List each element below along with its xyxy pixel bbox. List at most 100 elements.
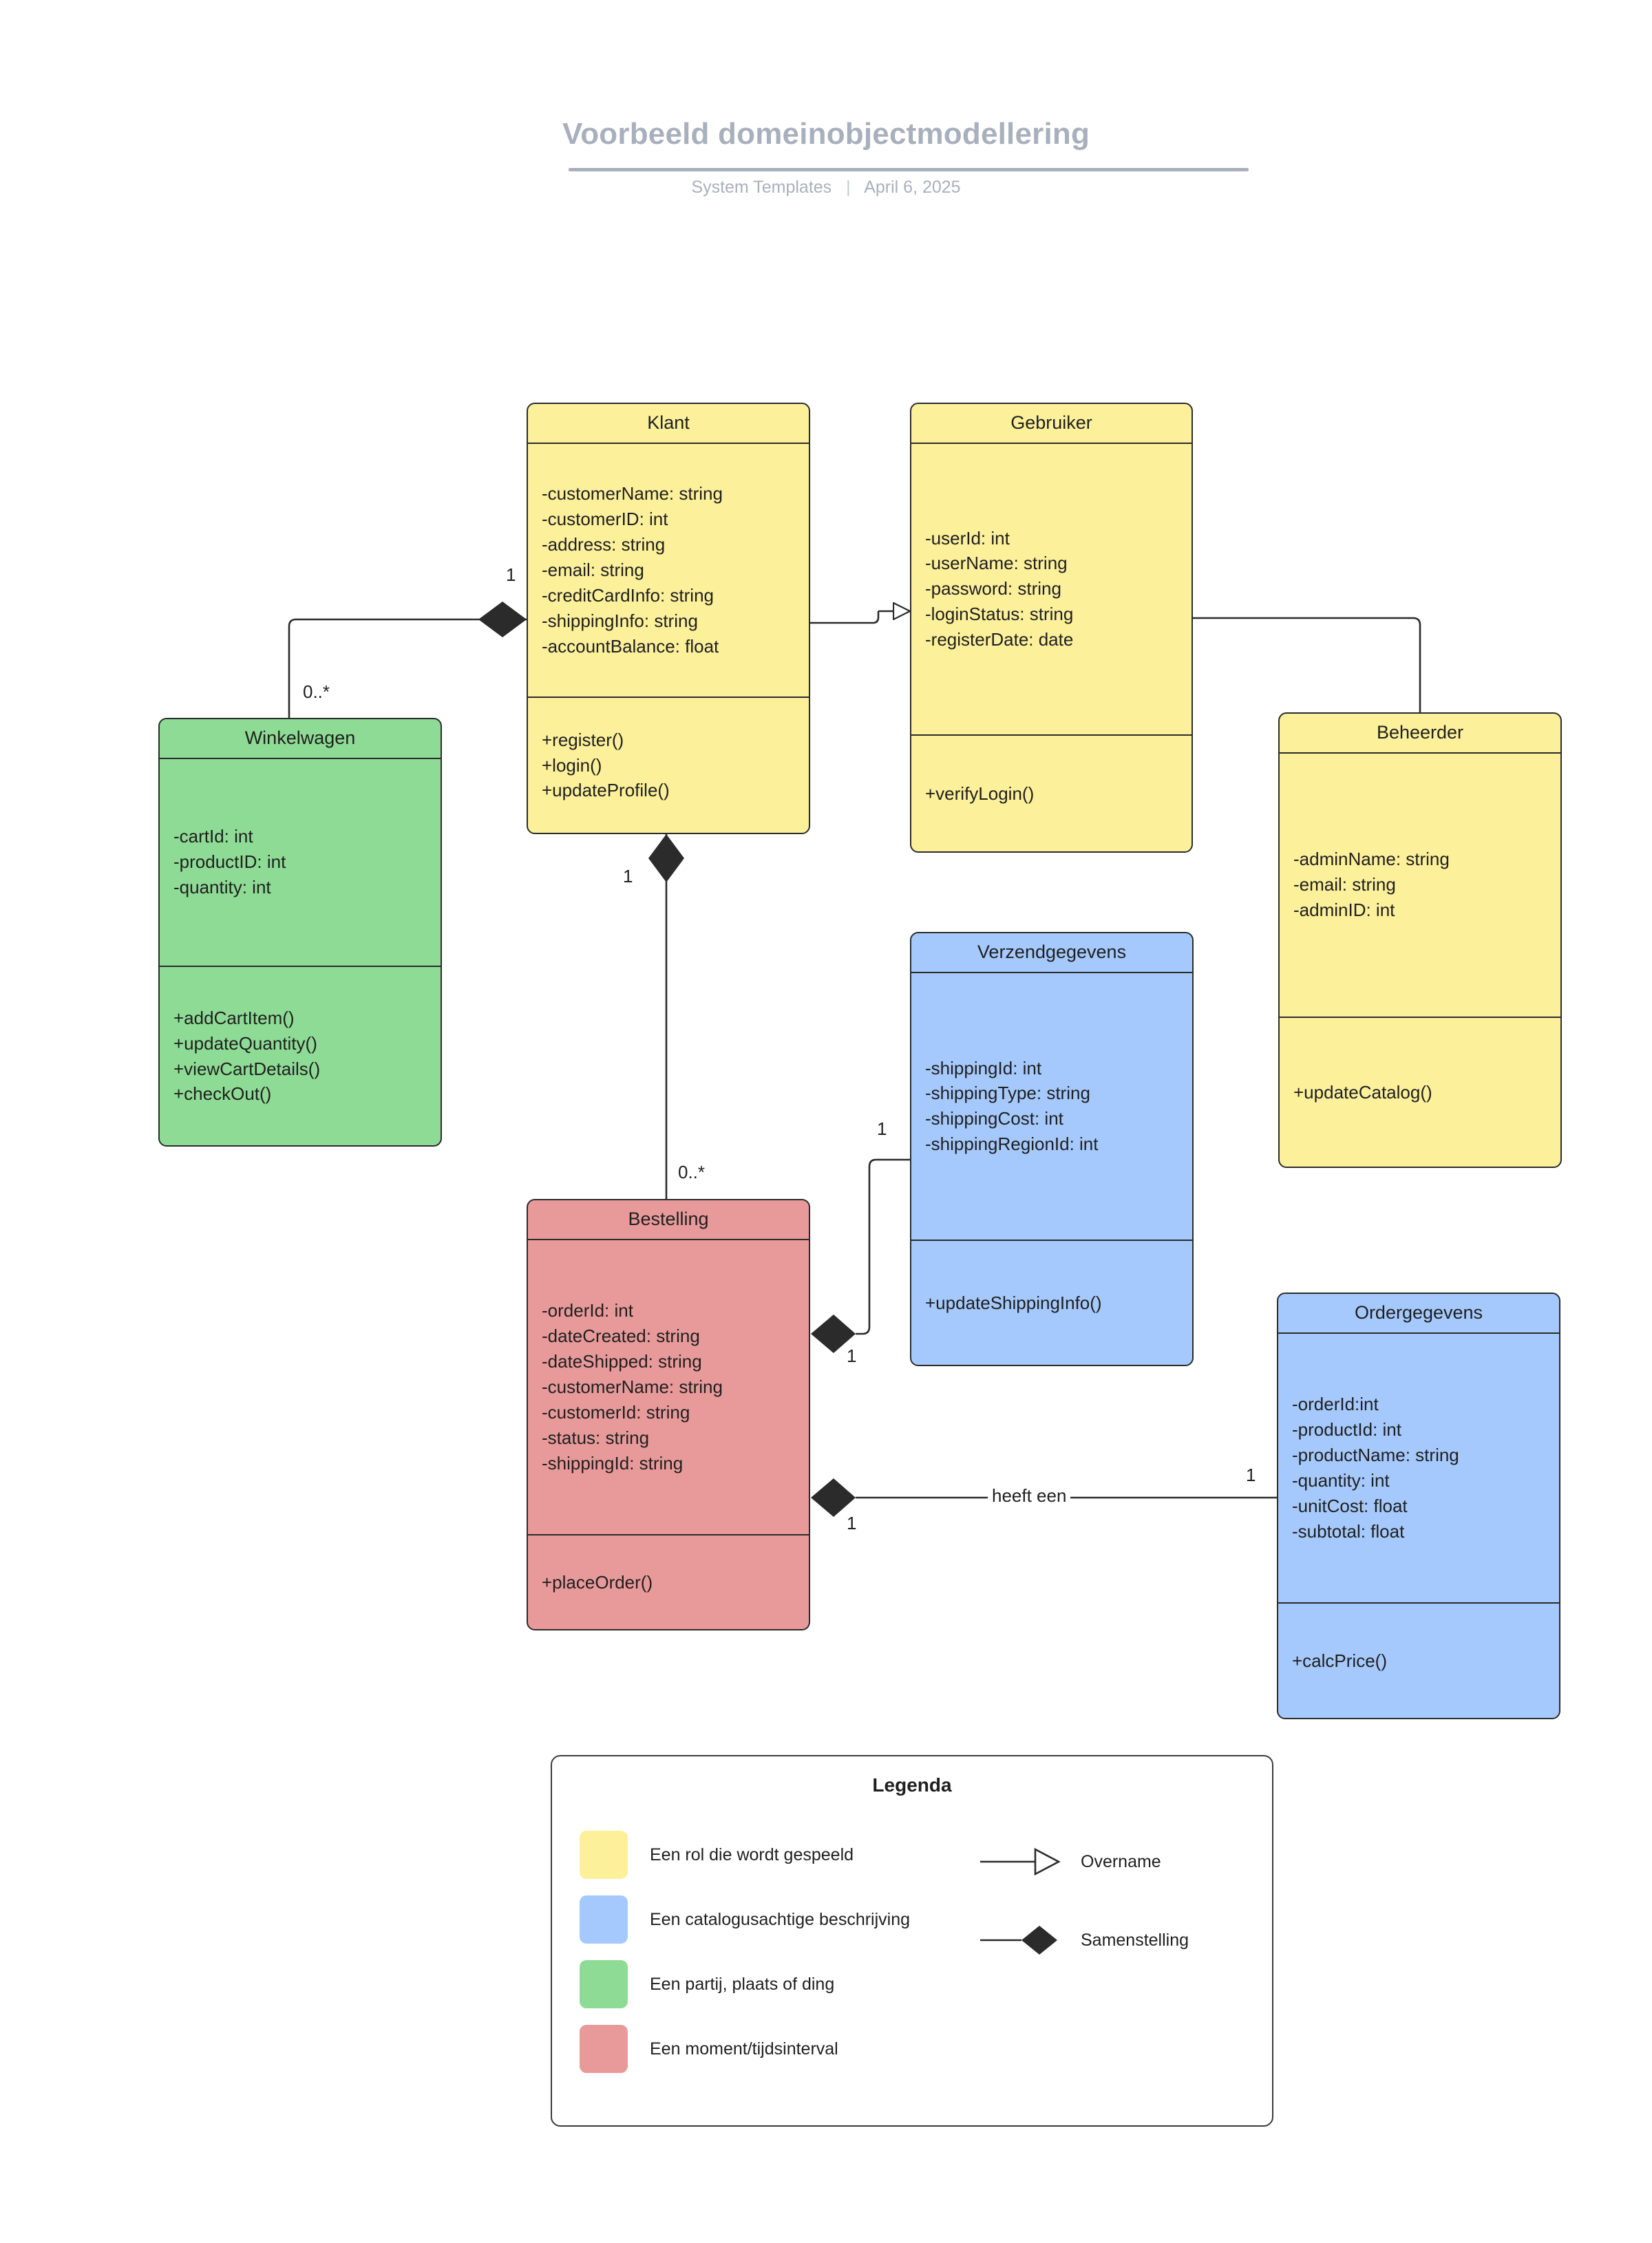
class-operations-ordergegevens: +calcPrice() xyxy=(1278,1604,1559,1718)
class-name-beheerder: Beheerder xyxy=(1280,714,1560,754)
attribute-line: -quantity: int xyxy=(1292,1469,1390,1491)
class-box-gebruiker[interactable]: Gebruiker -userId: int -userName: string… xyxy=(910,403,1193,853)
title-underline xyxy=(569,168,1249,171)
class-name-gebruiker: Gebruiker xyxy=(911,404,1192,444)
operation-line: +login() xyxy=(542,754,602,776)
attribute-line: -customerName: string xyxy=(542,1376,723,1397)
operation-line: +placeOrder() xyxy=(542,1571,653,1593)
operation-line: +updateShippingInfo() xyxy=(925,1292,1102,1313)
multiplicity-klant-bestelling-from: 1 xyxy=(623,866,633,886)
attribute-line: -shippingRegionId: int xyxy=(925,1134,1099,1155)
class-operations-gebruiker: +verifyLogin() xyxy=(911,736,1192,851)
attribute-line: -loginStatus: string xyxy=(925,604,1074,625)
legend-item: Een catalogusachtige beschrijving xyxy=(580,1887,938,1952)
attribute-line: -userId: int xyxy=(925,527,1010,549)
attribute-line: -productName: string xyxy=(1292,1444,1459,1465)
composition-diamond-icon xyxy=(980,1926,1057,1955)
class-box-verzendgegevens[interactable]: Verzendgegevens -shippingId: int -shippi… xyxy=(910,932,1194,1366)
multiplicity-bestelling-verzend-to: 1 xyxy=(877,1118,887,1139)
operation-line: +addCartItem() xyxy=(173,1007,295,1028)
document-meta: System Templates | April 6, 2025 xyxy=(0,178,1652,198)
legend-panel: Legenda Een rol die wordt gespeeld Een c… xyxy=(551,1755,1273,2127)
class-name-bestelling: Bestelling xyxy=(528,1200,809,1240)
composition-diamond-icon xyxy=(648,834,684,882)
legend-item-label: Een moment/tijdsinterval xyxy=(650,2039,838,2059)
attribute-line: -adminID: int xyxy=(1293,900,1395,921)
legend-swatch-red-icon xyxy=(580,2025,628,2073)
class-attributes-winkelwagen: -cartId: int -productID: int -quantity: … xyxy=(160,759,441,967)
legend-symbol-column: Overname Samenstelling xyxy=(979,1822,1254,1979)
document-date: April 6, 2025 xyxy=(864,178,961,197)
class-attributes-beheerder: -adminName: string -email: string -admin… xyxy=(1280,754,1560,1018)
attribute-line: -productID: int xyxy=(173,851,286,873)
attribute-line: -quantity: int xyxy=(173,877,271,898)
legend-symbol-label: Overname xyxy=(1081,1852,1161,1871)
attribute-line: -orderId: int xyxy=(542,1300,633,1321)
attribute-line: -shippingId: int xyxy=(925,1057,1042,1078)
class-operations-beheerder: +updateCatalog() xyxy=(1280,1018,1560,1167)
operation-line: +calcPrice() xyxy=(1292,1650,1387,1671)
page-title: Voorbeeld domeinobjectmodellering xyxy=(562,117,1090,151)
document-source: System Templates xyxy=(691,178,832,197)
class-box-beheerder[interactable]: Beheerder -adminName: string -email: str… xyxy=(1278,712,1562,1168)
class-name-verzendgegevens: Verzendgegevens xyxy=(911,933,1192,973)
multiplicity-klant-winkelwagen-from: 1 xyxy=(506,564,516,585)
legend-item: Een moment/tijdsinterval xyxy=(580,2017,938,2081)
attribute-line: -accountBalance: float xyxy=(542,635,719,657)
attribute-line: -status: string xyxy=(542,1427,650,1448)
class-box-klant[interactable]: Klant -customerName: string -customerID:… xyxy=(527,403,810,834)
attribute-line: -address: string xyxy=(542,533,666,555)
multiplicity-bestelling-verzend-from: 1 xyxy=(847,1346,857,1366)
attribute-line: -customerName: string xyxy=(542,483,723,504)
class-attributes-gebruiker: -userId: int -userName: string -password… xyxy=(911,444,1192,736)
meta-separator: | xyxy=(846,178,851,197)
class-box-bestelling[interactable]: Bestelling -orderId: int -dateCreated: s… xyxy=(527,1199,810,1630)
legend-title: Legenda xyxy=(872,1774,952,1796)
legend-item: Overname xyxy=(979,1822,1254,1901)
class-box-ordergegevens[interactable]: Ordergegevens -orderId:int -productId: i… xyxy=(1277,1293,1560,1719)
legend-swatch-green-icon xyxy=(580,1960,628,2008)
operation-line: +verifyLogin() xyxy=(925,783,1035,804)
multiplicity-bestelling-order-to: 1 xyxy=(1246,1465,1256,1485)
class-attributes-bestelling: -orderId: int -dateCreated: string -date… xyxy=(528,1240,809,1535)
generalization-arrow-icon xyxy=(980,1847,1061,1876)
attribute-line: -adminName: string xyxy=(1293,849,1450,870)
attribute-line: -cartId: int xyxy=(173,826,253,847)
operation-line: +viewCartDetails() xyxy=(173,1058,321,1079)
class-operations-bestelling: +placeOrder() xyxy=(528,1535,809,1629)
operation-line: +updateQuantity() xyxy=(173,1032,317,1054)
class-operations-klant: +register() +login() +updateProfile() xyxy=(528,698,809,833)
legend-item-label: Een rol die wordt gespeeld xyxy=(650,1845,854,1864)
attribute-line: -shippingId: string xyxy=(542,1452,684,1474)
class-name-ordergegevens: Ordergegevens xyxy=(1278,1294,1559,1334)
class-attributes-verzendgegevens: -shippingId: int -shippingType: string -… xyxy=(911,973,1192,1241)
class-operations-verzendgegevens: +updateShippingInfo() xyxy=(911,1241,1192,1365)
class-attributes-ordergegevens: -orderId:int -productId: int -productNam… xyxy=(1278,1334,1559,1604)
attribute-line: -email: string xyxy=(542,559,644,580)
class-box-winkelwagen[interactable]: Winkelwagen -cartId: int -productID: int… xyxy=(158,718,442,1147)
legend-symbol-label: Samenstelling xyxy=(1081,1931,1189,1950)
attribute-line: -registerDate: date xyxy=(925,629,1074,650)
multiplicity-bestelling-order-from: 1 xyxy=(847,1513,857,1533)
legend-swatch-blue-icon xyxy=(580,1895,628,1944)
attribute-line: -shippingInfo: string xyxy=(542,610,698,631)
attribute-line: -shippingCost: int xyxy=(925,1108,1063,1129)
attribute-line: -unitCost: float xyxy=(1292,1495,1408,1516)
legend-item: Een partij, plaats of ding xyxy=(580,1952,938,2017)
attribute-line: -password: string xyxy=(925,578,1061,599)
attribute-line: -userName: string xyxy=(925,553,1068,574)
class-attributes-klant: -customerName: string -customerID: int -… xyxy=(528,444,809,698)
legend-item-label: Een catalogusachtige beschrijving xyxy=(650,1910,911,1929)
multiplicity-klant-bestelling-to: 0..* xyxy=(678,1162,706,1182)
class-name-klant: Klant xyxy=(528,404,809,444)
operation-line: +checkOut() xyxy=(173,1083,272,1105)
legend-item: Een rol die wordt gespeeld xyxy=(580,1822,938,1887)
attribute-line: -dateCreated: string xyxy=(542,1326,700,1347)
attribute-line: -orderId:int xyxy=(1292,1394,1379,1415)
multiplicity-klant-winkelwagen-to: 0..* xyxy=(303,681,330,702)
legend-swatch-yellow-icon xyxy=(580,1831,628,1879)
class-name-winkelwagen: Winkelwagen xyxy=(160,719,441,759)
operation-line: +updateProfile() xyxy=(542,780,670,801)
